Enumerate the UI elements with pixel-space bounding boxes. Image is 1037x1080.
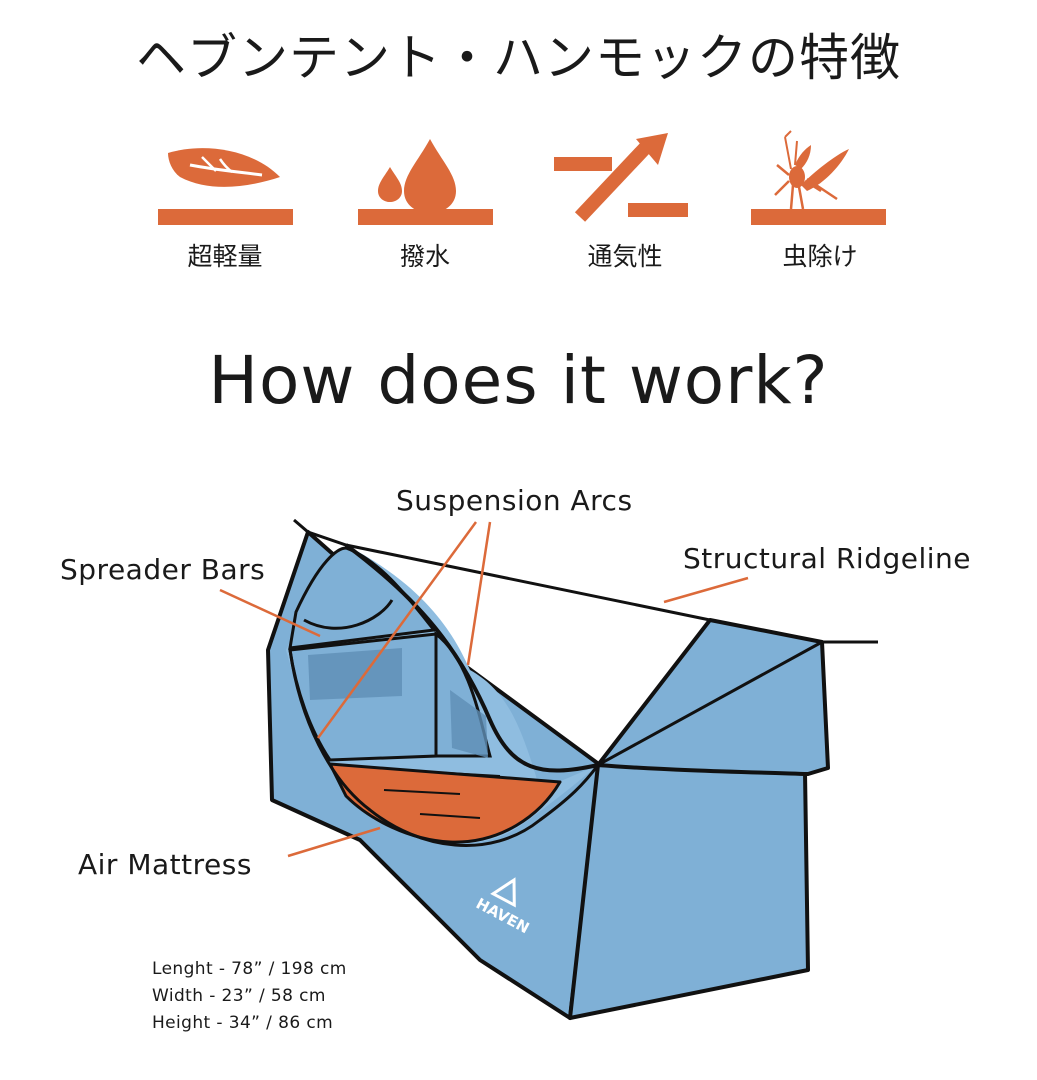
feature-breathable: 通気性 (550, 125, 700, 275)
dimension-width: Width - 23” / 58 cm (152, 986, 326, 1006)
feature-label: 撥水 (399, 242, 450, 271)
ridgeline (293, 518, 878, 644)
feature-label: 通気性 (587, 242, 663, 271)
leader-suspension-arc-2 (466, 521, 492, 666)
leader-air-mattress (287, 826, 381, 858)
dimensions-list: Lenght - 78” / 198 cm Width - 23” / 58 c… (152, 956, 347, 1037)
feature-insect-repellent: 虫除け (745, 125, 895, 275)
leader-spreader-bars (219, 588, 321, 638)
feature-label: 超軽量 (187, 242, 263, 271)
tent-right-end (596, 618, 830, 776)
callout-air-mattress: Air Mattress (78, 848, 252, 881)
airflow-arrow-icon (554, 133, 688, 222)
callout-spreader-bars: Spreader Bars (60, 553, 266, 586)
section-heading: How does it work? (208, 342, 829, 419)
mosquito-icon (751, 130, 886, 225)
leaf-icon (158, 148, 293, 225)
callout-suspension-arcs: Suspension Arcs (396, 484, 633, 517)
feature-ultralight: 超軽量 (150, 125, 300, 275)
leader-suspension-arc-1 (316, 521, 478, 739)
feature-water-repellent: 撥水 (350, 125, 500, 275)
tent-front-panel (568, 763, 810, 1020)
dimension-length: Lenght - 78” / 198 cm (152, 959, 347, 979)
page-title: ヘブンテント・ハンモックの特徴 (136, 29, 901, 87)
water-drop-icon (358, 139, 493, 225)
callout-structural-ridgeline: Structural Ridgeline (683, 542, 972, 575)
leader-ridgeline (663, 576, 749, 604)
dimension-height: Height - 34” / 86 cm (152, 1013, 334, 1033)
feature-label: 虫除け (782, 242, 858, 271)
